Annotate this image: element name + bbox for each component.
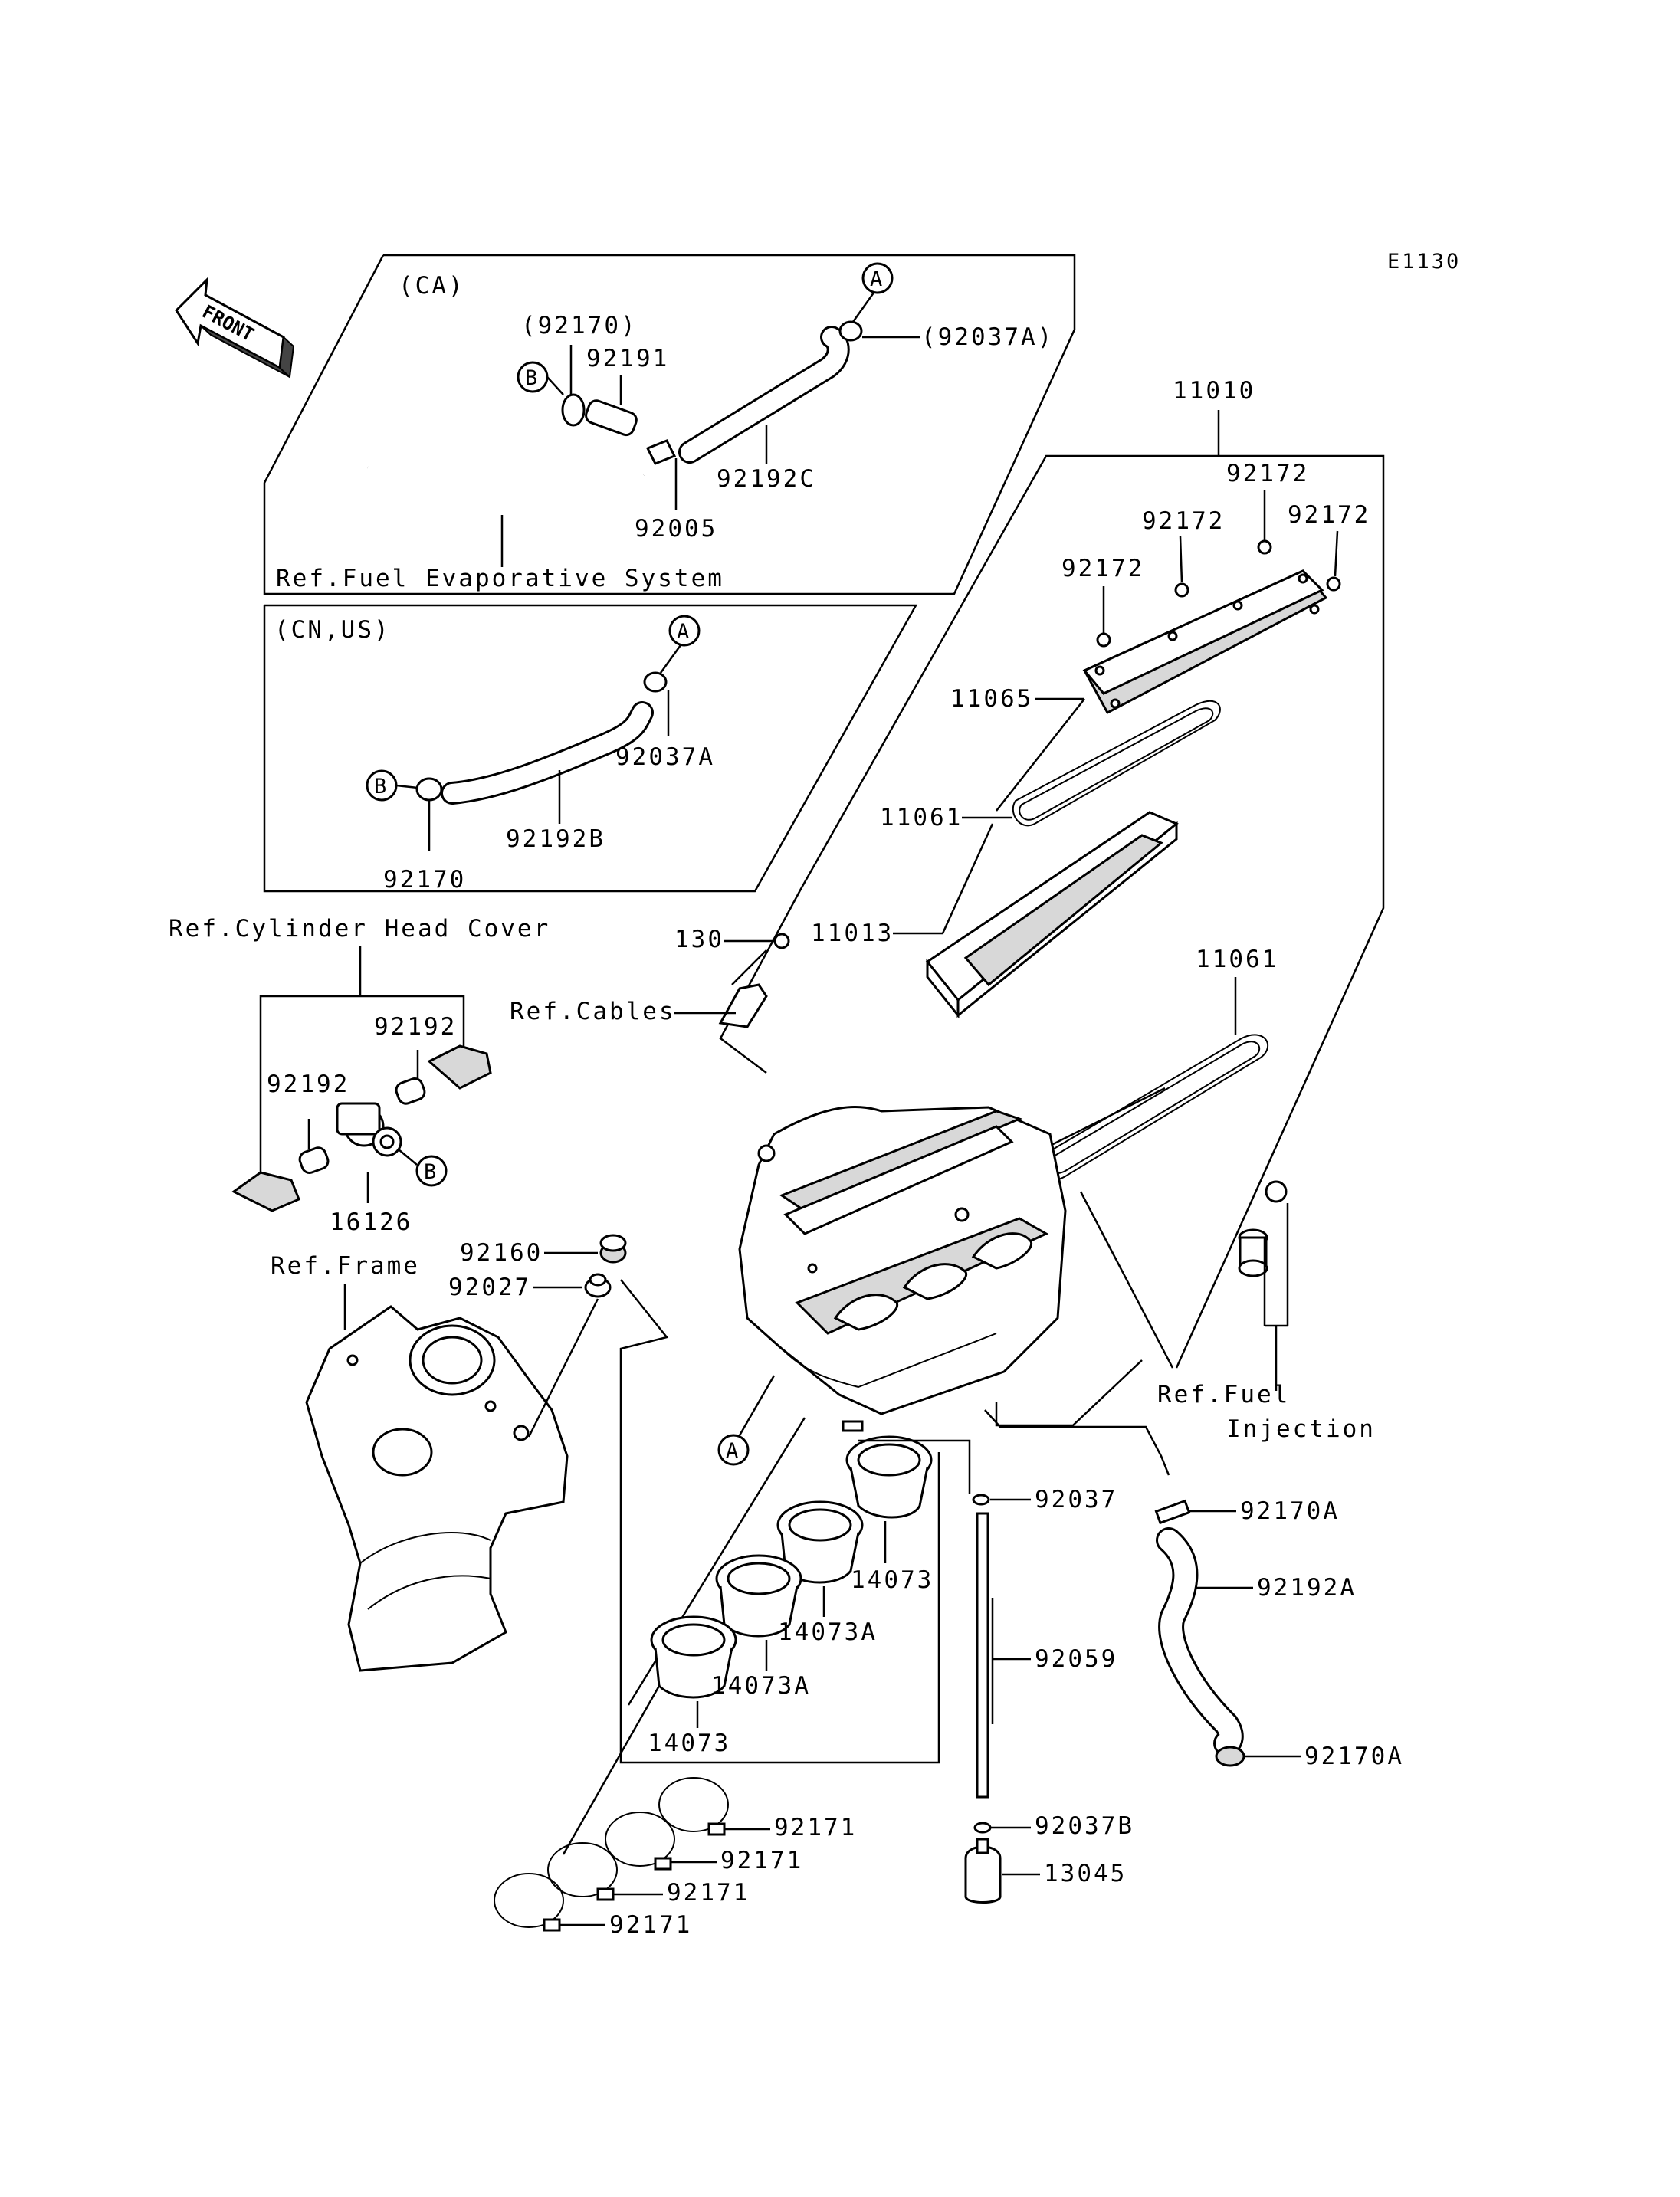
cn-us-box: (CN,US) B 92170 92192B A 92037A xyxy=(263,604,918,894)
front-arrow-icon: FRONT xyxy=(175,276,295,379)
part-92192c: 92192C xyxy=(717,465,816,493)
part-92037a: 92037A xyxy=(615,743,715,771)
part-92037: 92037 xyxy=(1035,1486,1117,1513)
air-cleaner-housing xyxy=(738,1105,1067,1432)
part-92172-a: 92172 xyxy=(1226,460,1309,487)
part-11013: 11013 xyxy=(811,920,894,947)
ref-cables-label: Ref.Cables xyxy=(510,998,676,1025)
air-filter-element xyxy=(925,811,1179,1019)
part-16126: 16126 xyxy=(330,1208,412,1236)
diagram-code: E1130 xyxy=(1387,250,1461,274)
part-92005: 92005 xyxy=(635,515,717,543)
part-92171-b: 92171 xyxy=(720,1847,803,1874)
part-11010: 11010 xyxy=(1173,377,1255,405)
part-92037a-bracketed: (92037A) xyxy=(921,323,1054,351)
part-92037b: 92037B xyxy=(1035,1812,1134,1840)
part-11065: 11065 xyxy=(950,685,1033,713)
part-14073a-b: 14073A xyxy=(711,1672,811,1700)
fuel-injection-ref xyxy=(1238,1180,1289,1391)
air-cleaner-assembly: 11010 92172 92172 92172 92172 11065 xyxy=(510,377,1385,1466)
marker-b-label: B xyxy=(525,366,540,390)
ref-fuel-label: Ref.Fuel xyxy=(1157,1381,1290,1408)
part-11061-a: 11061 xyxy=(880,804,963,831)
ca-box-title: (CA) xyxy=(399,272,465,300)
part-92192b: 92192B xyxy=(506,825,605,853)
intake-funnels xyxy=(650,1435,933,1699)
part-92172-d: 92172 xyxy=(1061,555,1144,582)
pair-valve xyxy=(336,1102,402,1157)
ref-fuel-evap-label: Ref.Fuel Evaporative System xyxy=(276,565,724,592)
part-92171-c: 92171 xyxy=(667,1879,750,1907)
part-11061-b: 11061 xyxy=(1196,946,1278,973)
part-92192-right: 92192 xyxy=(374,1013,457,1041)
part-92172-b: 92172 xyxy=(1288,501,1370,529)
part-14073-a: 14073 xyxy=(851,1566,934,1594)
part-92170: 92170 xyxy=(383,866,466,894)
marker-a-label: A xyxy=(870,267,884,291)
ref-cylinder-head-label: Ref.Cylinder Head Cover xyxy=(169,915,550,943)
drain-line xyxy=(858,1439,1002,1904)
part-92172-c: 92172 xyxy=(1142,507,1225,535)
marker-a-label-3: A xyxy=(726,1439,740,1463)
part-13045: 13045 xyxy=(1044,1860,1127,1887)
ref-injection-label: Injection xyxy=(1226,1415,1376,1443)
grommets: 92160 92027 xyxy=(448,1234,627,1438)
part-92171-d: 92171 xyxy=(609,1911,692,1939)
marker-b-label-3: B xyxy=(424,1160,438,1184)
ref-frame-label: Ref.Frame xyxy=(271,1252,420,1280)
cn-us-box-title: (CN,US) xyxy=(274,616,391,644)
part-14073a-a: 14073A xyxy=(778,1618,878,1646)
part-92191: 92191 xyxy=(586,345,669,372)
frame-group: Ref.Frame xyxy=(271,1252,569,1672)
bolt-icon xyxy=(1096,539,1341,648)
part-92170a-a: 92170A xyxy=(1240,1497,1340,1525)
part-92192a: 92192A xyxy=(1257,1574,1357,1602)
part-92160: 92160 xyxy=(460,1239,543,1267)
clamps xyxy=(494,1777,729,1932)
part-92170a-b: 92170A xyxy=(1304,1743,1404,1770)
ca-box: (CA) Ref.Fuel Evaporative System (92170)… xyxy=(263,254,1076,595)
part-92171-a: 92171 xyxy=(774,1814,857,1841)
part-92170-bracketed: (92170) xyxy=(521,312,638,339)
marker-a-label-2: A xyxy=(677,620,691,644)
part-92192-left: 92192 xyxy=(267,1071,349,1098)
part-14073-b: 14073 xyxy=(648,1730,730,1757)
part-92027: 92027 xyxy=(448,1274,531,1301)
part-92059: 92059 xyxy=(1035,1645,1117,1673)
part-130: 130 xyxy=(674,926,724,953)
marker-b-label-2: B xyxy=(374,775,389,798)
cylinder-head-cover-group: Ref.Cylinder Head Cover B 92192 92192 16… xyxy=(169,915,550,1236)
